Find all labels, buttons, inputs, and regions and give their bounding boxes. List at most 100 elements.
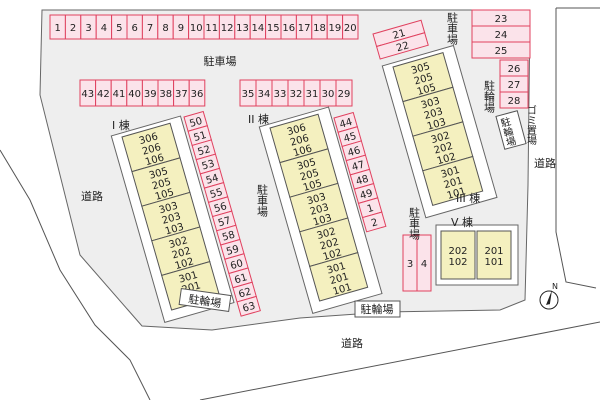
svg-text:306: 306: [138, 131, 159, 147]
svg-text:202: 202: [433, 141, 454, 157]
svg-text:駐輪場: 駐輪場: [188, 292, 223, 310]
bike-parking-label-right: 駐輪場: [483, 79, 496, 114]
svg-text:41: 41: [113, 89, 126, 100]
parking-space: 4: [416, 234, 432, 292]
bike-parking-box-right: 駐輪場: [495, 110, 527, 150]
parking-space: 61: [228, 267, 253, 289]
svg-text:302: 302: [316, 226, 337, 242]
building-5-label: V 棟: [451, 215, 473, 229]
parking-space: 1: [49, 14, 66, 40]
parking-space: 23: [471, 9, 531, 27]
svg-text:101: 101: [484, 257, 503, 268]
svg-text:19: 19: [329, 23, 342, 34]
svg-text:303: 303: [306, 192, 327, 208]
svg-text:60: 60: [229, 258, 244, 272]
svg-text:10: 10: [190, 23, 203, 34]
svg-text:206: 206: [141, 142, 162, 158]
svg-text:63: 63: [241, 301, 256, 315]
svg-text:17: 17: [298, 23, 311, 34]
svg-text:2: 2: [370, 217, 379, 229]
svg-text:11: 11: [205, 23, 218, 34]
svg-text:201: 201: [443, 175, 464, 191]
parking-space: 17: [295, 14, 313, 40]
parking-space: 49: [353, 183, 379, 204]
parking-space: 48: [349, 168, 375, 190]
road-label-bottom: 道路: [341, 336, 363, 350]
svg-text:101: 101: [332, 282, 353, 298]
building-1-label: I 棟: [112, 118, 130, 132]
svg-text:53: 53: [201, 158, 216, 172]
parking-space: 7: [141, 14, 159, 40]
svg-text:201: 201: [484, 246, 503, 257]
svg-text:13: 13: [236, 23, 249, 34]
parking-space: 30: [319, 79, 337, 107]
parking-space: 5: [111, 14, 128, 40]
svg-text:202: 202: [319, 237, 340, 253]
parking-space: 22: [375, 32, 429, 60]
parking-label-col1: 駐車場: [256, 183, 269, 218]
parking-space: 18: [311, 14, 328, 40]
parking-space: 51: [187, 125, 213, 147]
building-1: 3062061063052051053032031033022021023012…: [110, 115, 235, 324]
svg-text:5: 5: [116, 23, 122, 34]
svg-text:36: 36: [191, 89, 204, 100]
svg-text:59: 59: [225, 244, 240, 258]
svg-text:37: 37: [175, 89, 188, 100]
svg-text:51: 51: [193, 130, 208, 144]
parking-space: 52: [191, 139, 217, 161]
parking-space: 6: [126, 14, 143, 40]
svg-text:44: 44: [338, 117, 353, 131]
building-2-label: II 棟: [248, 112, 269, 126]
bike-parking-bottom: 駐輪場: [354, 300, 401, 318]
parking-space: 33: [271, 79, 289, 107]
bike-parking-left: 駐輪場: [178, 288, 232, 312]
parking-space: 60: [224, 253, 249, 275]
svg-text:305: 305: [296, 157, 317, 173]
svg-text:18: 18: [313, 23, 326, 34]
svg-text:16: 16: [282, 23, 295, 34]
svg-text:202: 202: [171, 246, 192, 262]
road-label-right: 道路: [534, 156, 556, 170]
svg-text:3: 3: [407, 259, 413, 270]
svg-text:54: 54: [205, 173, 220, 187]
svg-text:50: 50: [188, 116, 203, 130]
svg-text:48: 48: [355, 174, 370, 188]
svg-text:301: 301: [178, 270, 199, 286]
svg-text:52: 52: [197, 144, 212, 158]
svg-text:3: 3: [85, 23, 91, 34]
svg-text:62: 62: [237, 286, 252, 300]
parking-space: 4: [95, 14, 113, 40]
parking-space: 63: [236, 295, 261, 317]
svg-text:305: 305: [410, 61, 431, 77]
svg-text:33: 33: [274, 89, 287, 100]
svg-text:14: 14: [252, 23, 265, 34]
parking-space: 46: [341, 140, 367, 162]
road-edge-right: [555, 8, 597, 289]
parking-space: 54: [199, 167, 225, 189]
svg-text:7: 7: [147, 23, 153, 34]
parking-space: 13: [234, 14, 251, 40]
parking-space: 34: [255, 79, 273, 107]
svg-text:302: 302: [168, 235, 189, 251]
svg-text:15: 15: [267, 23, 280, 34]
svg-text:2: 2: [70, 23, 76, 34]
parking-space: 12: [218, 14, 236, 40]
parking-space: 50: [183, 110, 208, 132]
svg-text:305: 305: [148, 166, 169, 182]
svg-text:21: 21: [392, 28, 407, 42]
parking-space: 10: [188, 14, 205, 40]
parking-space: 21: [372, 19, 426, 48]
svg-text:1: 1: [366, 203, 375, 215]
svg-text:61: 61: [233, 272, 248, 286]
